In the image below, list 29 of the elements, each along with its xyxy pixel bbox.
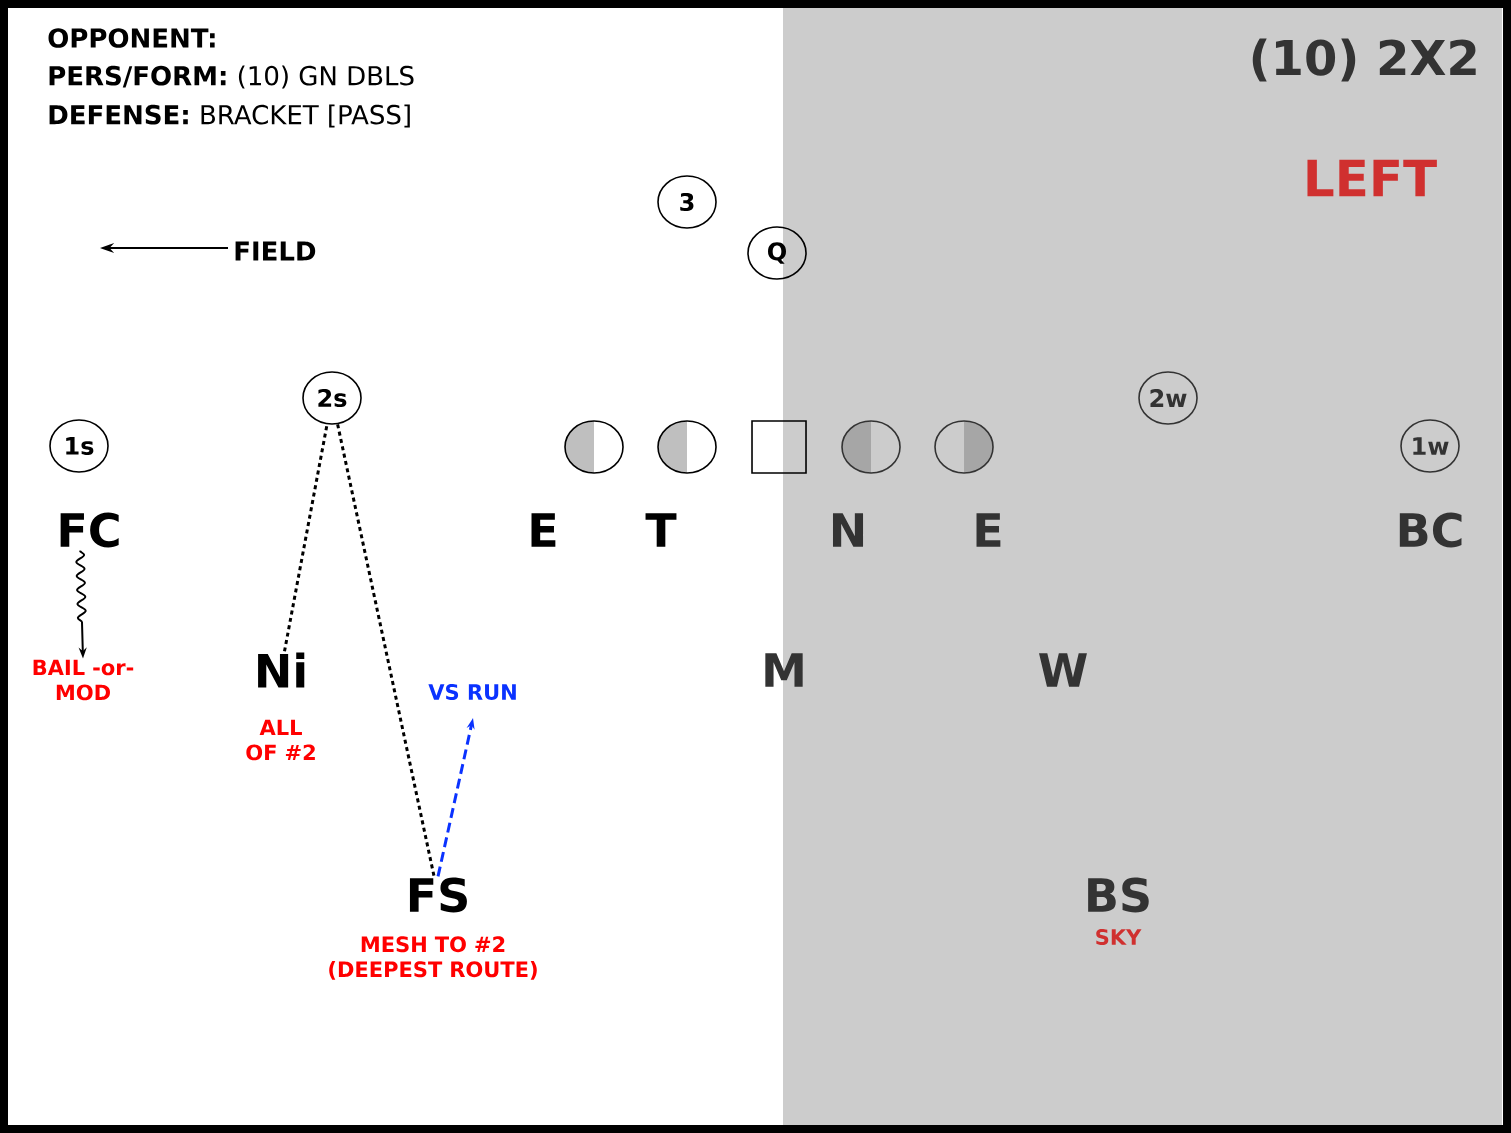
player-letter: BS [1088,877,1149,913]
player-letter: FS [409,877,467,913]
header-text: PERS/FORM: (10) GN DBLS [49,65,414,89]
edge-label: VS RUN [428,684,516,700]
assignment-note: ALL OF #2 [246,719,315,761]
assignment-note: BAIL -or- MOD [33,659,134,701]
player-letter: E [976,513,1001,547]
player-letter: Ni [258,652,305,688]
player-letter: N [833,513,864,547]
lineman-circle [564,420,624,474]
field-label: FIELD [235,241,316,261]
assignment-note: SKY [1096,929,1142,945]
assignment-note: MESH TO #2 (DEEPEST ROUTE) [329,936,537,980]
center-square [751,420,807,474]
lineman-circle [841,420,901,474]
player-letter: BC [1399,512,1462,548]
lineman-circle [934,420,994,474]
header-text: DEFENSE: BRACKET [PASS] [49,104,410,128]
title: (10) 2X2 [1252,38,1476,82]
lineman-circle [657,420,717,474]
player-letter: FC [60,512,119,548]
player-letter: E [531,513,556,547]
route-line [336,424,436,877]
header-text: OPPONENT: [48,28,215,48]
player-letter: W [1039,653,1087,687]
side-label: LEFT [1307,159,1437,197]
player-letter: M [765,653,803,687]
route-line [283,424,329,652]
player-letter: T [645,513,677,547]
